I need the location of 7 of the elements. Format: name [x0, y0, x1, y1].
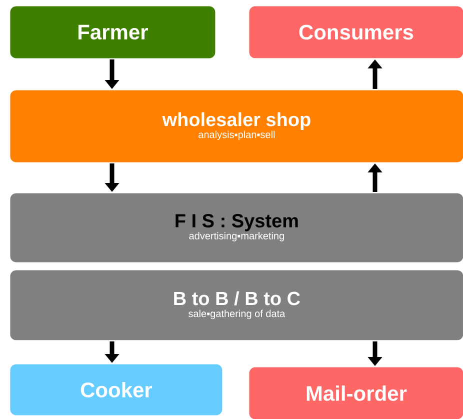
- process-box: F I S : System advertising▪marketing: [10, 193, 463, 262]
- process-box: Farmer: [10, 6, 216, 58]
- process-box: wholesaler shop analysis▪plan▪sell: [10, 90, 463, 162]
- process-box: Consumers: [249, 6, 463, 58]
- process-box: Cooker: [10, 364, 222, 416]
- process-box: Mail-order: [249, 367, 463, 419]
- process-box: B to B / B to C sale▪gathering of data: [10, 270, 463, 340]
